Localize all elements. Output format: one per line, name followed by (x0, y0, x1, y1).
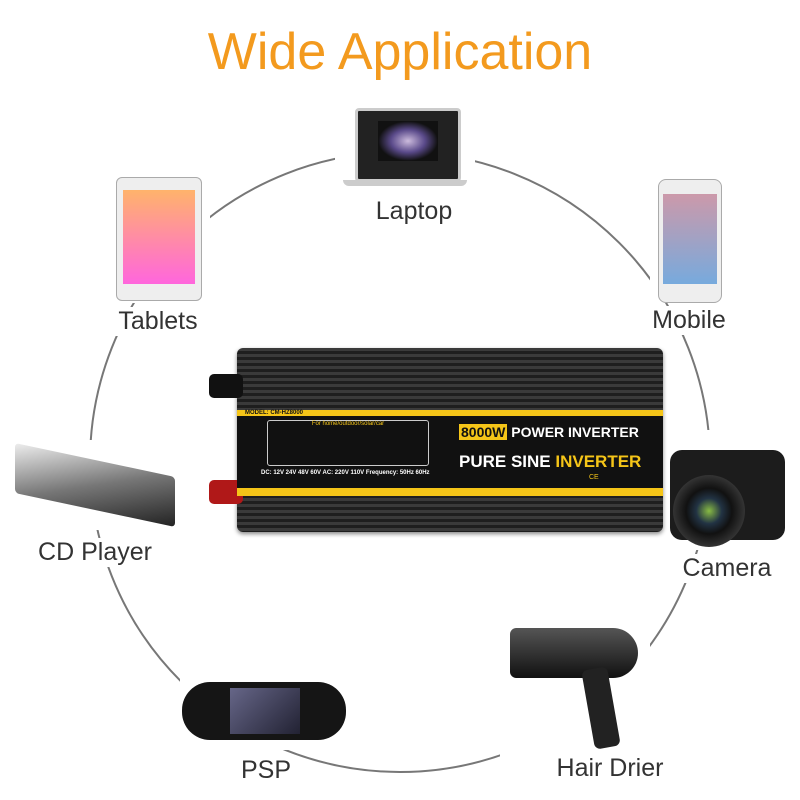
model-text: MODEL: CM-HZ8000 (245, 410, 304, 416)
power-inverter-text: POWER INVERTER (511, 424, 639, 440)
label-band: MODEL: CM-HZ8000 For home/outdoor/solar/… (237, 410, 663, 496)
hair-drier-image (500, 618, 650, 758)
cd-player-image (10, 440, 180, 530)
label-psp: PSP (234, 756, 298, 785)
label-hair-drier: Hair Drier (550, 754, 670, 783)
mobile-image (650, 175, 730, 303)
specs-text: DC: 12V 24V 48V 60V AC: 220V 110V Freque… (261, 470, 430, 476)
laptop-image (335, 100, 475, 190)
tablet-image (110, 175, 210, 303)
power-rating: 8000W (459, 424, 508, 440)
terminal-black (209, 374, 243, 398)
inverter-text: INVERTER (555, 452, 642, 471)
psp-image (180, 670, 350, 750)
label-laptop: Laptop (369, 197, 459, 226)
pure-sine-text: PURE SINE (459, 452, 551, 471)
label-cd-player: CD Player (32, 538, 158, 567)
page-title: Wide Application (207, 23, 593, 81)
label-mobile: Mobile (646, 306, 732, 335)
usage-text: For home/outdoor/solar/car (311, 421, 385, 427)
power-inverter: MODEL: CM-HZ8000 For home/outdoor/solar/… (209, 348, 663, 532)
label-camera: Camera (676, 554, 778, 583)
ce-mark: CE (589, 474, 599, 481)
label-tablets: Tablets (112, 307, 204, 336)
camera-image (665, 430, 790, 550)
